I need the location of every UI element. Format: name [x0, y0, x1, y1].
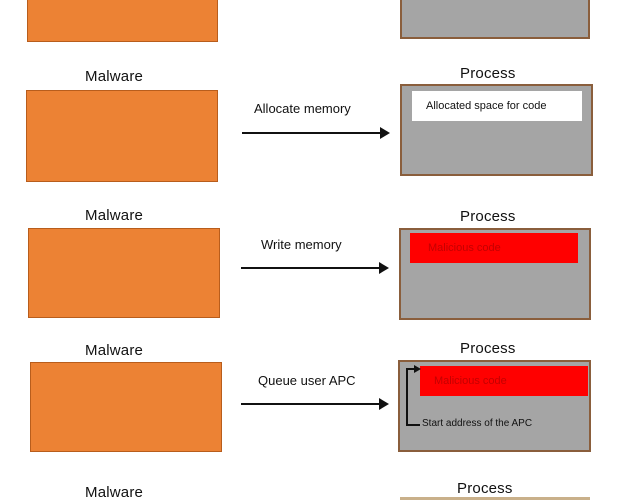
arrow-4 — [241, 398, 389, 410]
step-label-queue-apc: Queue user APC — [258, 373, 356, 388]
process-title-4: Process — [460, 340, 516, 357]
malware-title-5: Malware — [85, 484, 144, 501]
arrowhead-icon — [379, 398, 389, 410]
process-box-2: Allocated space for code — [400, 84, 593, 176]
allocated-space-block: Allocated space for code — [412, 91, 582, 121]
malicious-code-block: Malicious code — [420, 366, 588, 396]
malware-title-2: Malware — [85, 68, 144, 85]
process-title-5: Process — [457, 480, 513, 497]
malware-box-1 — [27, 0, 218, 42]
arrow-2 — [242, 127, 390, 139]
arrowhead-icon — [379, 262, 389, 274]
apc-pointer-top — [406, 368, 416, 370]
apc-arrowhead-icon — [414, 365, 421, 373]
step-label-write: Write memory — [261, 237, 342, 252]
malware-box-2 — [26, 90, 218, 182]
process-box-1 — [400, 0, 590, 39]
arrowhead-icon — [380, 127, 390, 139]
arrow-3 — [241, 262, 389, 274]
process-title-2: Process — [460, 65, 516, 82]
malware-box-3 — [28, 228, 220, 318]
malicious-code-block: Malicious code — [410, 233, 578, 263]
malware-title-3: Malware — [85, 207, 144, 224]
process-box-4: Malicious code Start address of the APC — [398, 360, 591, 452]
step-label-allocate: Allocate memory — [254, 101, 351, 116]
malware-title-4: Malware — [85, 342, 144, 359]
apc-pointer-vertical — [406, 368, 408, 426]
apc-pointer-bottom — [406, 424, 420, 426]
process-title-3: Process — [460, 208, 516, 225]
apc-start-address-label: Start address of the APC — [422, 418, 533, 429]
process-box-5-edge — [400, 497, 590, 500]
process-box-3: Malicious code — [399, 228, 591, 320]
malware-box-4 — [30, 362, 222, 452]
